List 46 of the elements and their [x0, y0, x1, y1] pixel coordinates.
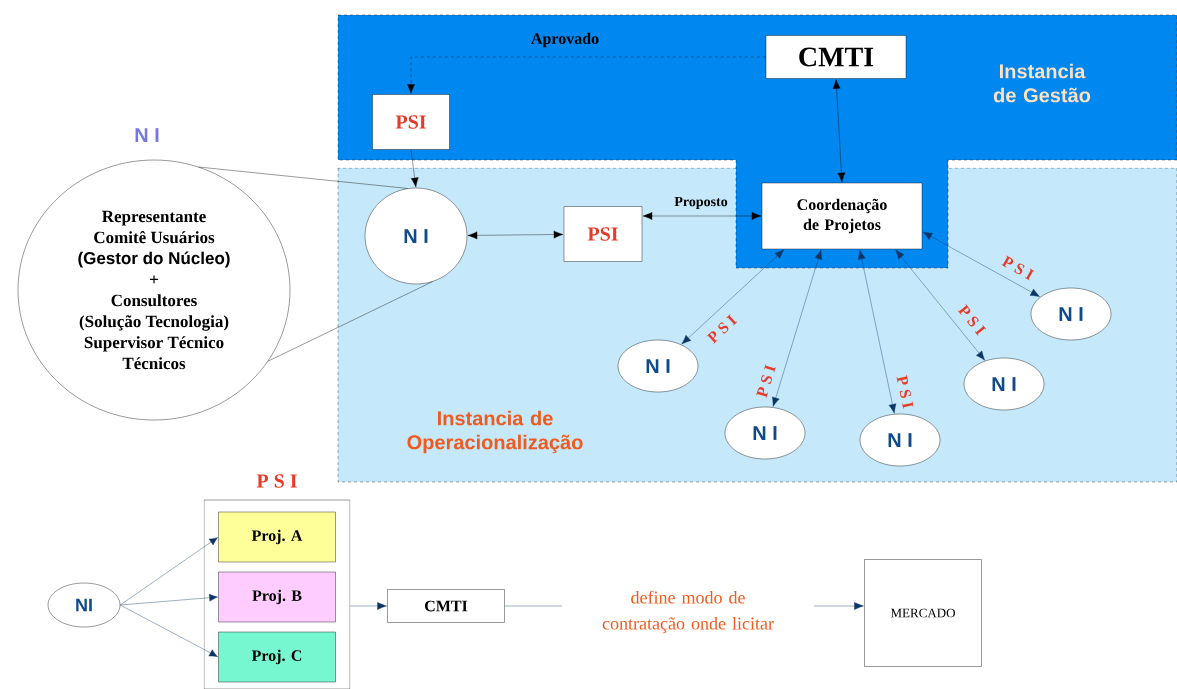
market-box: MERCADO: [864, 559, 982, 667]
node-label: P S I: [256, 474, 297, 488]
ni-oval: N I: [1030, 287, 1112, 341]
arrow: [120, 604, 218, 657]
arrow: [467, 230, 564, 240]
node-label: Representante: [102, 210, 206, 226]
ni-oval: N I: [963, 357, 1045, 411]
node-label: +: [150, 275, 158, 284]
psi-box: PSI: [563, 206, 643, 262]
node-label: Supervisor Técnico: [84, 336, 224, 352]
ni-oval: N I: [617, 339, 699, 393]
cmti-box: CMTI: [387, 589, 505, 623]
arrow: [832, 79, 846, 183]
node-label: Consultores: [111, 294, 197, 307]
leader-line: [198, 166, 408, 189]
edge-label: P S I: [957, 304, 987, 336]
arrow: [922, 231, 1040, 297]
arrow: [350, 602, 387, 610]
node-label: Técnicos: [122, 357, 186, 370]
arrow: [642, 212, 762, 220]
arrow: [407, 56, 766, 94]
arrow: [410, 149, 419, 188]
edge-label: P S I: [706, 314, 738, 344]
node-label: (Gestor do Núcleo): [78, 251, 230, 268]
arrow: [681, 249, 785, 345]
project-box: Proj. C: [218, 631, 336, 683]
node-label: N I: [135, 128, 159, 142]
ni-oval: NI: [47, 582, 121, 628]
leader-line: [267, 281, 433, 362]
arrow: [895, 249, 985, 361]
arrow: [857, 249, 897, 414]
edge-label: P S I: [896, 375, 914, 409]
edge-label: define modo de contratação onde licitar: [562, 589, 814, 635]
arrow: [120, 537, 218, 606]
edge-label: P S I: [756, 364, 776, 398]
ni-oval: N I: [724, 406, 806, 460]
arrow: [120, 593, 218, 606]
arrow: [772, 249, 823, 407]
project-box: Proj. A: [218, 511, 336, 563]
project-box: Proj. B: [218, 571, 336, 623]
cmti-box: CMTI: [765, 35, 907, 79]
psi-box: PSI: [372, 94, 450, 150]
ni-oval: N I: [859, 413, 941, 467]
node-label: (Solução Tecnologia): [79, 315, 229, 331]
node-label: Comitê Usuários: [94, 231, 215, 244]
coordination-box: Coordenação de Projetos: [761, 182, 923, 250]
